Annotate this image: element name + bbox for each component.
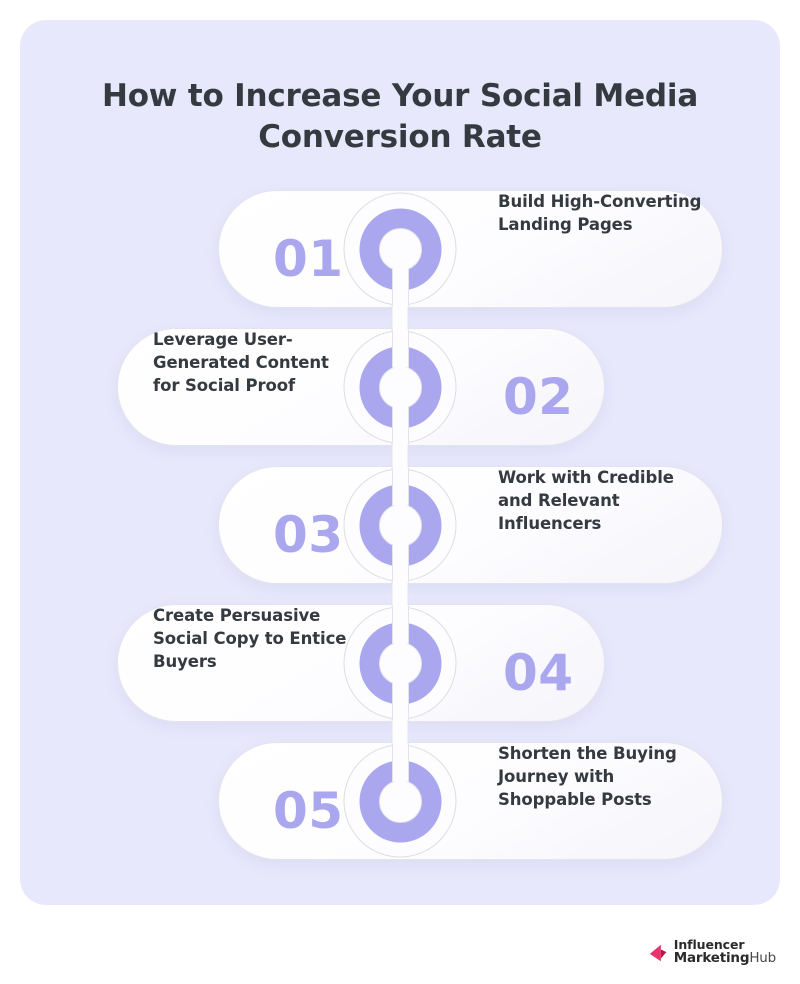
donut-hole [378,227,422,271]
step-node-icon [343,467,457,583]
brand-wordmark: Influencer MarketingHub [674,939,776,966]
step-node-icon [343,605,457,721]
step-pill[interactable] [218,466,723,584]
brand-marketing-text: Marketing [673,950,750,967]
steps-list: 01 Build High-Converting Landing Pages L… [20,190,780,890]
step-row: Create Persuasive Social Copy to Entice … [20,604,780,722]
node-stub-up [391,605,409,644]
donut-hole [378,779,422,823]
node-stub-down [391,268,409,307]
node-stub-up [391,743,409,782]
arrow-left-icon [649,944,667,961]
step-pill[interactable] [218,190,723,308]
brand-line-influencer: Influencer [673,937,745,953]
step-number: 01 [273,230,344,288]
step-number: 04 [503,644,574,702]
brand-hub-text: Hub [749,950,776,967]
brand-line-marketinghub: MarketingHub [673,950,776,967]
step-number: 02 [503,368,574,426]
step-row: 05 Shorten the Buying Journey with Shopp… [20,742,780,860]
node-stub-down [391,406,409,445]
step-node-icon [343,329,457,445]
step-pill[interactable] [218,742,723,860]
step-number: 03 [273,506,344,564]
step-label: Shorten the Buying Journey with Shoppabl… [498,744,677,809]
node-stub-up [391,467,409,506]
infographic-card: How to Increase Your Social Media Conver… [20,20,780,905]
node-stub-down [391,682,409,721]
step-label: Leverage User-Generated Content for Soci… [153,330,329,395]
brand-logo[interactable]: Influencer MarketingHub [648,939,776,966]
page-title: How to Increase Your Social Media Conver… [101,77,699,155]
donut-hole [378,641,422,685]
step-row: 01 Build High-Converting Landing Pages [20,190,780,308]
step-number: 05 [273,782,344,840]
step-label: Create Persuasive Social Copy to Entice … [153,606,347,671]
donut-hole [378,503,422,547]
node-stub-up [391,329,409,368]
step-row: Leverage User-Generated Content for Soci… [20,328,780,446]
step-node-icon [343,192,457,307]
step-label: Build High-Converting Landing Pages [498,192,702,234]
donut-hole [378,365,422,409]
step-node-icon [343,743,457,858]
node-stub-down [391,544,409,583]
step-label: Work with Credible and Relevant Influenc… [498,468,674,533]
step-row: 03 Work with Credible and Relevant Influ… [20,466,780,584]
